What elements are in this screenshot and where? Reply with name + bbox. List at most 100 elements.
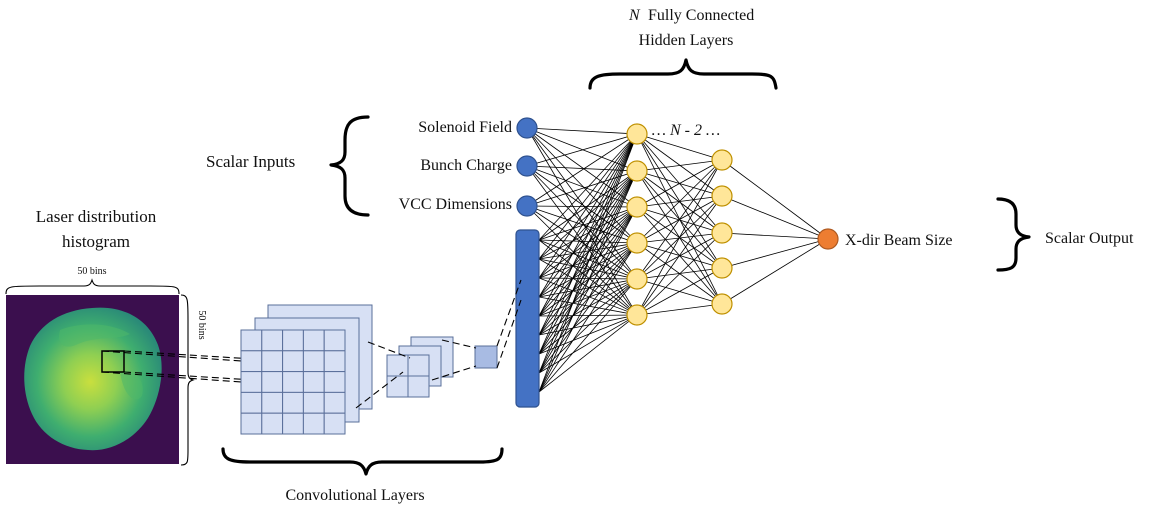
conv-cell: [240, 350, 263, 373]
connection-line: [526, 127, 638, 208]
conv-cell: [261, 412, 284, 435]
hidden1-node: [626, 232, 648, 254]
connection-line: [636, 159, 723, 208]
conv-cell: [282, 412, 304, 435]
bins-top-label: 50 bins: [77, 266, 106, 277]
hidden1-node: [626, 123, 648, 145]
connection-line: [636, 133, 723, 161]
conv-cell: [323, 329, 346, 352]
conv-cell: [407, 375, 430, 398]
connection-line: [538, 133, 638, 317]
connection-line: [538, 206, 638, 355]
connection-line: [721, 232, 829, 240]
fc-n-label: N: [628, 7, 641, 24]
conv-cell: [261, 329, 284, 352]
hidden-layer-2: [711, 149, 733, 315]
connection-line: [636, 133, 723, 197]
projection-line: [441, 339, 477, 349]
input-label-solenoid-field: Solenoid Field: [418, 119, 512, 136]
connection-line: [526, 133, 638, 167]
input-node-vcc-dimensions: [516, 195, 538, 217]
histogram-title-line1: Laser distribution: [36, 207, 157, 226]
conv-cell: [302, 391, 325, 414]
connection-line: [538, 277, 638, 316]
histogram-beam-spot: [24, 307, 162, 451]
conv-cell: [282, 329, 304, 352]
conv-cell: [323, 412, 346, 435]
bins-side-label: 50 bins: [196, 310, 207, 339]
hidden2-node: [711, 257, 733, 279]
scalar-inputs-label: Scalar Inputs: [206, 152, 295, 171]
connection-line: [538, 314, 638, 393]
fc-layers-brace: [588, 58, 778, 90]
hidden2-node: [711, 222, 733, 244]
conv-cell: [386, 375, 409, 398]
connection-line: [538, 206, 638, 336]
connection-line: [636, 159, 723, 280]
connection-line: [636, 303, 723, 316]
conv-stack-1: [240, 304, 373, 435]
connection-line: [538, 206, 638, 298]
connection-line: [526, 205, 638, 208]
connection-line: [526, 165, 638, 316]
connection-line: [636, 267, 723, 316]
connection-line: [721, 159, 829, 240]
conv-cell: [282, 350, 304, 373]
connection-line: [538, 278, 638, 336]
connection-line: [538, 239, 638, 316]
hidden2-node: [711, 185, 733, 207]
input-node-solenoid-field: [516, 117, 538, 139]
connection-line: [538, 278, 638, 374]
connection-line: [538, 314, 638, 374]
projection-line: [355, 371, 404, 409]
connection-line: [538, 133, 638, 279]
flatten-layer-bar: [515, 229, 540, 408]
connection-line: [538, 296, 638, 316]
conv-cell: [240, 371, 263, 393]
connection-line: [538, 242, 638, 393]
connection-line: [538, 242, 638, 298]
conv-cell: [323, 371, 346, 393]
connection-line: [538, 239, 638, 280]
input-label-vcc-dimensions: VCC Dimensions: [399, 196, 512, 213]
conv-cell: [240, 391, 263, 414]
conv-stack-2: [386, 336, 454, 398]
connection-line: [538, 206, 638, 241]
output-label: X-dir Beam Size: [845, 232, 953, 249]
scalar-output-label: Scalar Output: [1045, 230, 1134, 247]
connection-line: [538, 242, 638, 355]
conv-cell: [261, 371, 284, 393]
connection-line: [526, 127, 638, 280]
connection-line: [636, 159, 723, 244]
connection-line: [526, 205, 638, 244]
connection-line: [636, 195, 723, 316]
connection-line: [636, 159, 723, 172]
network-connections: [526, 127, 829, 393]
projection-line: [101, 350, 242, 362]
projection-line: [431, 365, 477, 381]
connection-line: [526, 170, 638, 207]
conv-cell: [407, 354, 430, 377]
conv-cell: [302, 412, 325, 435]
connection-line: [721, 238, 829, 269]
connection-line: [636, 159, 723, 316]
conv-cell: [302, 371, 325, 393]
connection-line: [721, 195, 829, 240]
bins-top-brace: [5, 278, 180, 295]
connection-line: [538, 242, 638, 260]
fc-title-line1: Fully Connected: [648, 7, 754, 24]
input-node-bunch-charge: [516, 155, 538, 177]
conv-cell: [282, 371, 304, 393]
conv-cell: [323, 350, 346, 373]
connection-line: [538, 206, 638, 317]
connection-line: [721, 238, 829, 305]
conv-cell: [261, 350, 284, 373]
bins-side-brace: [180, 294, 195, 466]
projection-line: [496, 279, 522, 347]
conv-stack-3: [474, 345, 498, 369]
histogram-beam-texture: [59, 324, 143, 400]
connection-line: [538, 242, 638, 279]
scalar-inputs-brace: [329, 115, 370, 217]
scalar-output-brace: [996, 197, 1031, 272]
